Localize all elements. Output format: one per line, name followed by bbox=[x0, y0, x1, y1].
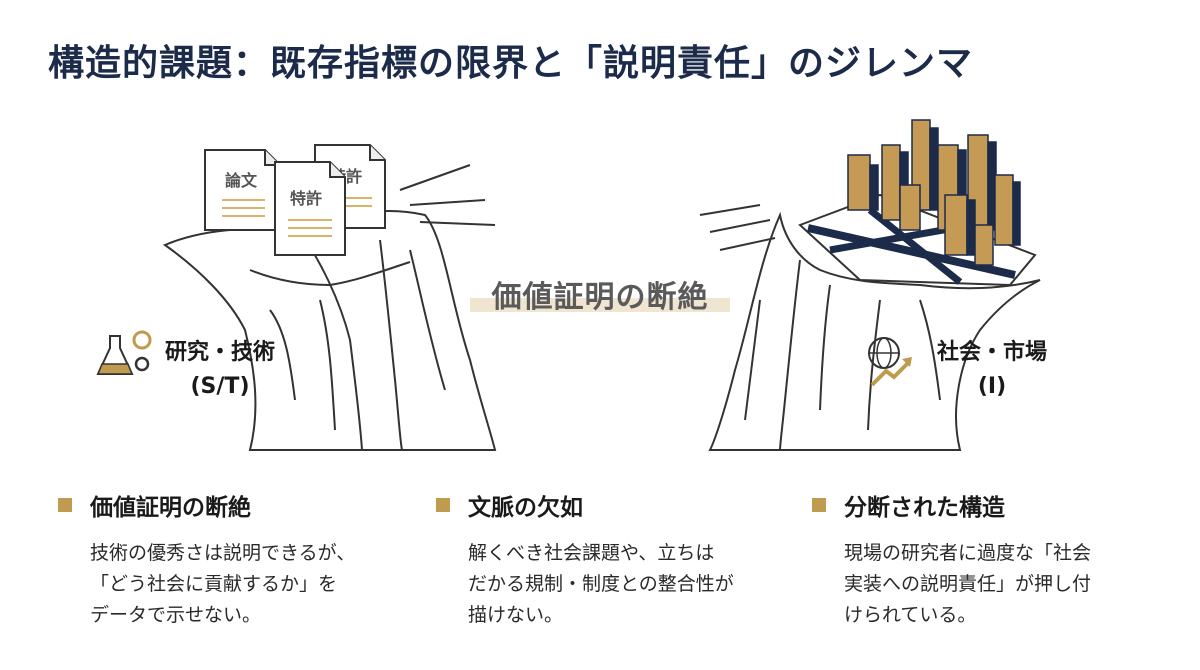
issue-heading: 文脈の欠如 bbox=[468, 495, 583, 521]
square-bullet-icon bbox=[812, 498, 826, 512]
gap-label: 価値証明の断絶 bbox=[491, 280, 709, 315]
issue-body-line: だかる規制・制度との整合性が bbox=[468, 573, 734, 595]
patent-document-icon: 特許 bbox=[274, 161, 346, 256]
globe-growth-arrow-icon bbox=[868, 337, 912, 387]
issue-body-line: 解くべき社会課題や、立ちは bbox=[468, 542, 715, 564]
issue-body-line: 技術の優秀さは説明できるが、 bbox=[90, 542, 356, 564]
issue-heading: 分断された構造 bbox=[844, 495, 1005, 521]
issue-body: 現場の研究者に過度な「社会 実装への説明責任」が押し付 けられている。 bbox=[844, 538, 1164, 631]
issue-body: 技術の優秀さは説明できるが、 「どう社会に貢献するか」を データで示せない。 bbox=[90, 538, 410, 631]
left-side-line1: 研究・技術 bbox=[164, 340, 275, 365]
issue-body-line: 描けない。 bbox=[468, 604, 564, 626]
issue-body-line: けられている。 bbox=[844, 604, 977, 626]
issue-body-line: 「どう社会に貢献するか」を bbox=[90, 573, 338, 595]
right-cliff bbox=[708, 211, 1041, 451]
lab-flask-gear-icon bbox=[96, 330, 152, 375]
issue-body-line: 現場の研究者に過度な「社会 bbox=[844, 542, 1092, 564]
issue-heading: 価値証明の断絶 bbox=[90, 495, 251, 521]
issue-body-line: 実装への説明責任」が押し付 bbox=[844, 573, 1092, 595]
square-bullet-icon bbox=[436, 498, 450, 512]
document-stack: 論文 特許 特許 bbox=[204, 144, 386, 256]
doc-label-paper: 論文 bbox=[225, 171, 258, 190]
city-skyline-icon bbox=[798, 119, 1037, 287]
cliff-illustration: 論文 特許 特許 bbox=[96, 119, 1041, 451]
gap-highlight-bar bbox=[470, 298, 730, 312]
paper-document-icon: 論文 bbox=[204, 149, 281, 231]
right-side-line2: (I) bbox=[977, 374, 1007, 399]
issue-column-3: 分断された構造 現場の研究者に過度な「社会 実装への説明責任」が押し付 けられて… bbox=[812, 488, 1172, 631]
page-title: 構造的課題：既存指標の限界と「説明責任」のジレンマ bbox=[48, 43, 974, 84]
right-side-line1: 社会・市場 bbox=[936, 340, 1047, 365]
left-cliff bbox=[162, 210, 497, 451]
left-side-label: 研究・技術 (S/T) bbox=[150, 336, 290, 404]
issue-body-line: データで示せない。 bbox=[90, 604, 262, 626]
left-side-line2: (S/T) bbox=[190, 374, 250, 399]
gap-label-group: 価値証明の断絶 bbox=[470, 268, 730, 318]
issue-column-1: 価値証明の断絶 技術の優秀さは説明できるが、 「どう社会に貢献するか」を データ… bbox=[58, 488, 418, 631]
square-bullet-icon bbox=[58, 498, 72, 512]
right-side-label: 社会・市場 (I) bbox=[912, 336, 1072, 404]
issue-column-2: 文脈の欠如 解くべき社会課題や、立ちは だかる規制・制度との整合性が 描けない。 bbox=[436, 488, 796, 631]
doc-label-patent-front: 特許 bbox=[290, 189, 322, 208]
issue-body: 解くべき社会課題や、立ちは だかる規制・制度との整合性が 描けない。 bbox=[468, 538, 788, 631]
